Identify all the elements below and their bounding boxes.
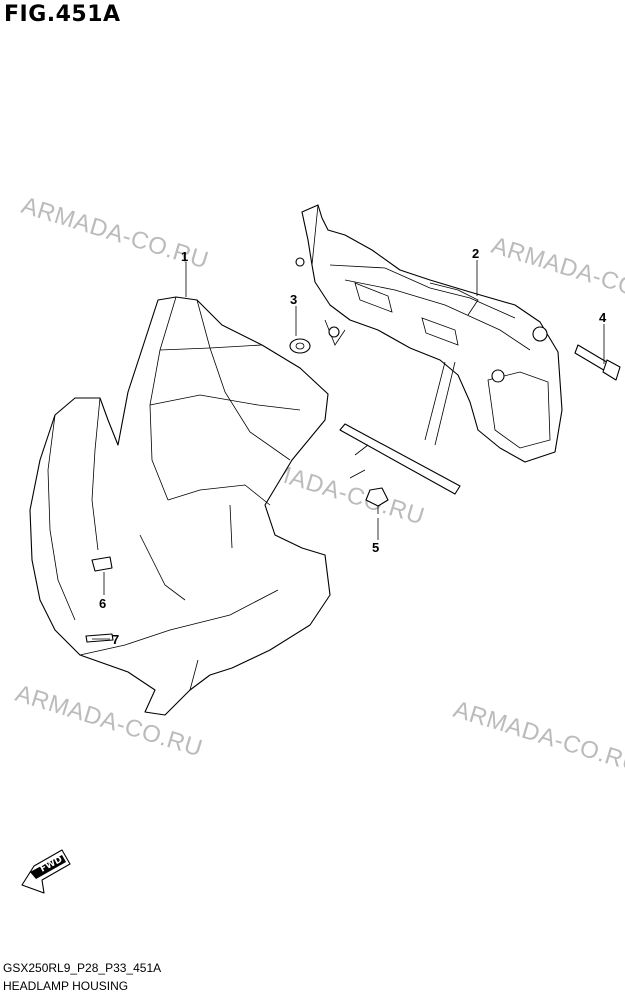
callout-3: 3 bbox=[290, 292, 297, 307]
reflex-tape bbox=[85, 633, 114, 643]
bolt bbox=[574, 344, 621, 381]
callout-2: 2 bbox=[472, 246, 479, 261]
headlamp-bracket bbox=[295, 204, 563, 463]
grommet bbox=[289, 338, 311, 354]
callout-7: 7 bbox=[112, 632, 119, 647]
callout-1: 1 bbox=[181, 249, 188, 264]
clip bbox=[365, 487, 389, 514]
callout-5: 5 bbox=[372, 540, 379, 555]
callout-6: 6 bbox=[99, 596, 106, 611]
callout-4: 4 bbox=[599, 310, 607, 325]
watermark: ARMADA-CO.RU bbox=[450, 696, 625, 779]
figure-code: GSX250RL9_P28_P33_451A bbox=[3, 961, 162, 975]
leader-lines bbox=[92, 260, 605, 640]
watermark: ARMADA-CO.RU bbox=[488, 232, 625, 315]
figure-caption: HEADLAMP HOUSING bbox=[3, 979, 129, 993]
fwd-arrow: FWD bbox=[21, 849, 71, 894]
headlamp-cowl bbox=[29, 296, 331, 716]
figure-title: FIG.451A bbox=[4, 2, 121, 27]
cushion-strip bbox=[339, 423, 461, 495]
label-sticker bbox=[91, 556, 113, 572]
